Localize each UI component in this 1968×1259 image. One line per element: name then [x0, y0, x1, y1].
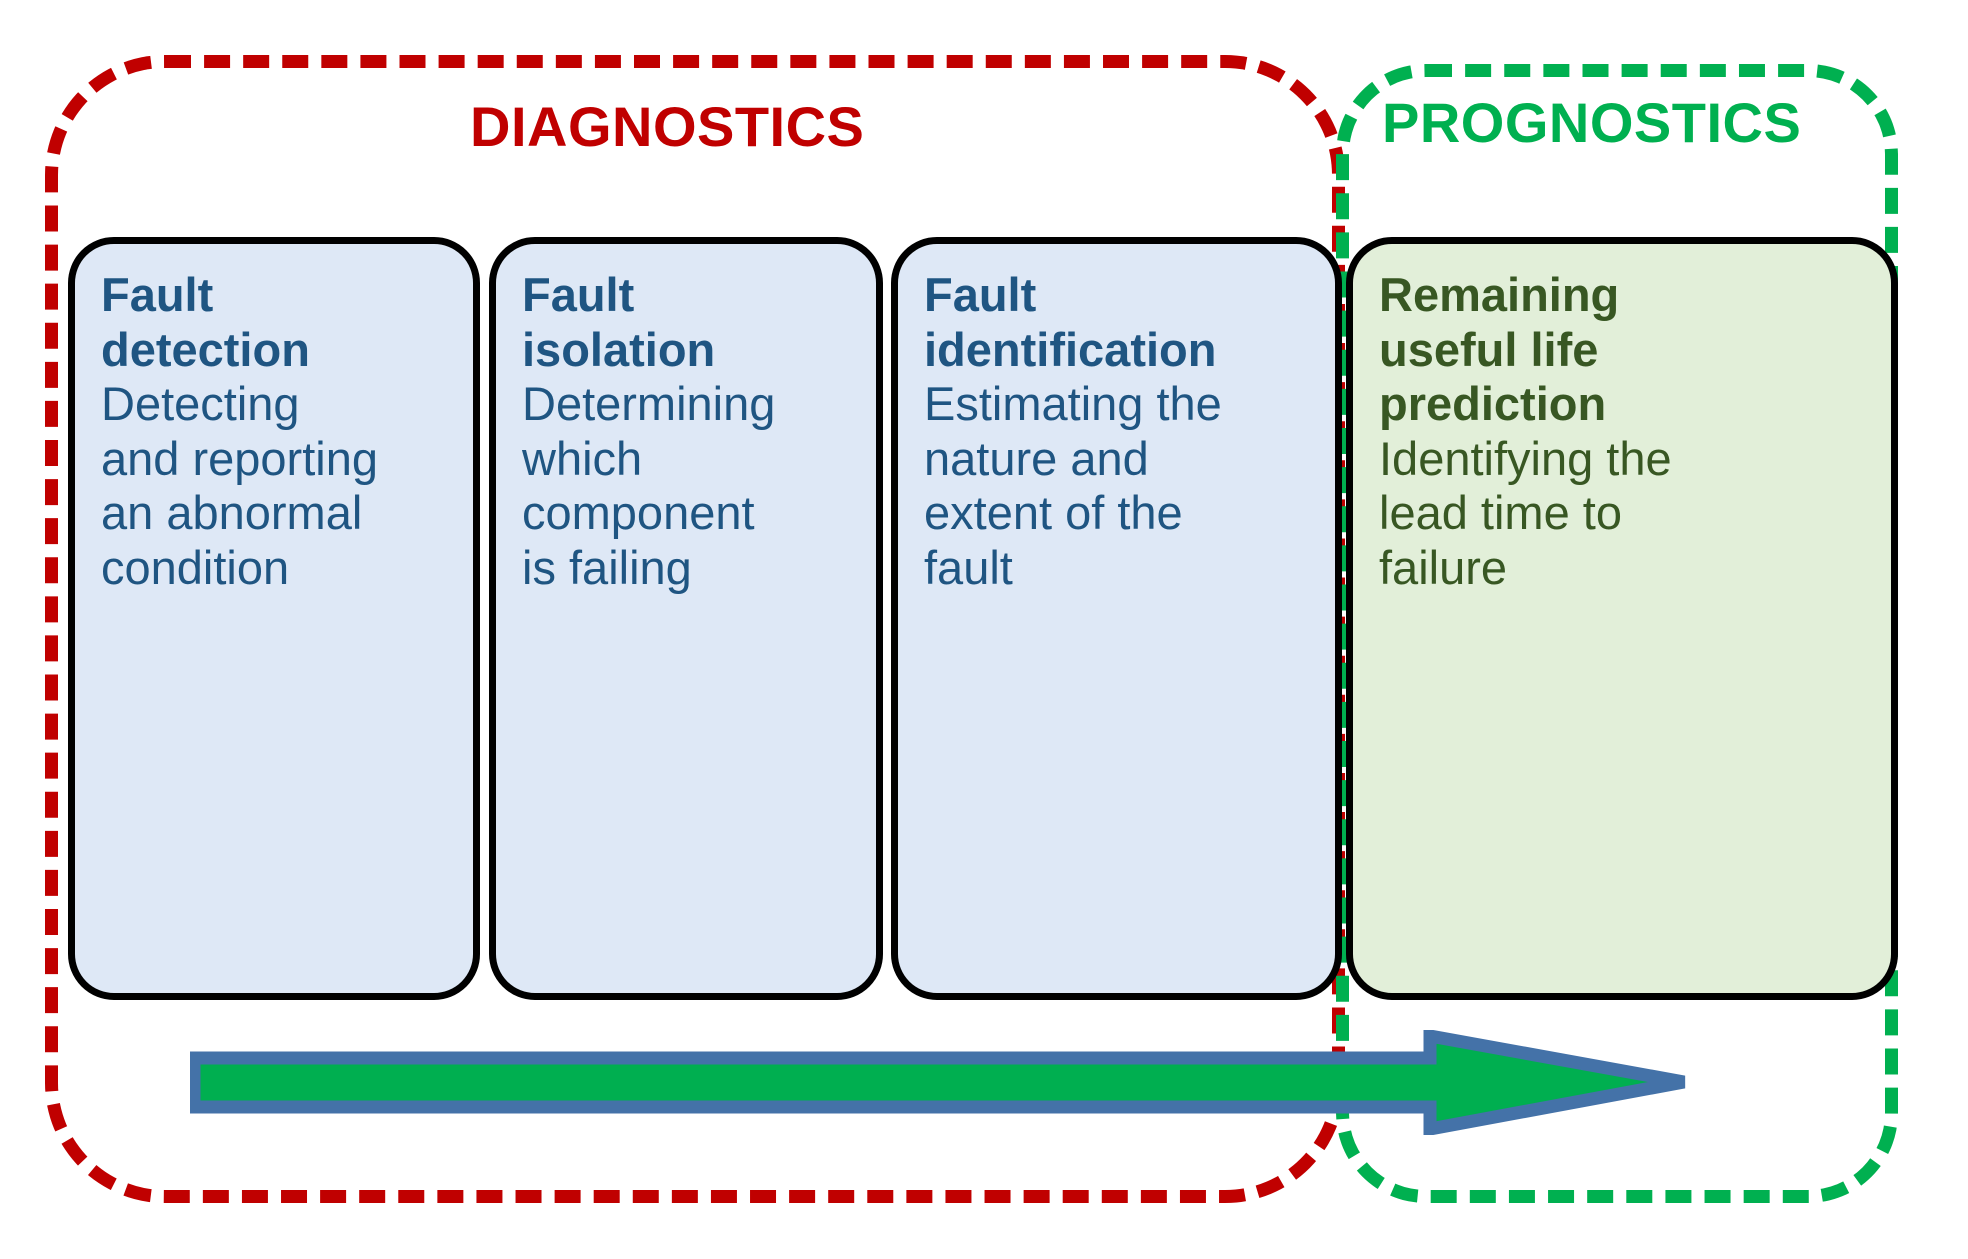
card-rul-prediction-heading: Remaining useful life prediction [1379, 268, 1620, 431]
card-fault-identification-body: Estimating the nature and extent of the … [924, 377, 1222, 594]
card-fault-detection-heading: Fault detection [101, 268, 310, 376]
card-fault-isolation-heading: Fault isolation [522, 268, 716, 376]
card-fault-identification[interactable]: Fault identification Estimating the natu… [891, 237, 1342, 1000]
region-prognostics-title: PROGNOSTICS [1382, 91, 1802, 154]
card-fault-detection[interactable]: Fault detection Detecting and reporting … [68, 237, 480, 1000]
card-fault-isolation[interactable]: Fault isolation Determining which compon… [489, 237, 883, 1000]
card-fault-identification-heading: Fault identification [924, 268, 1217, 376]
card-fault-detection-body: Detecting and reporting an abnormal cond… [101, 377, 378, 594]
card-fault-isolation-body: Determining which component is failing [522, 377, 776, 594]
card-rul-prediction[interactable]: Remaining useful life prediction Identif… [1346, 237, 1898, 1000]
progression-arrow-icon [190, 1030, 1690, 1135]
region-diagnostics-title: DIAGNOSTICS [470, 95, 865, 158]
card-rul-prediction-body: Identifying the lead time to failure [1379, 431, 1672, 594]
